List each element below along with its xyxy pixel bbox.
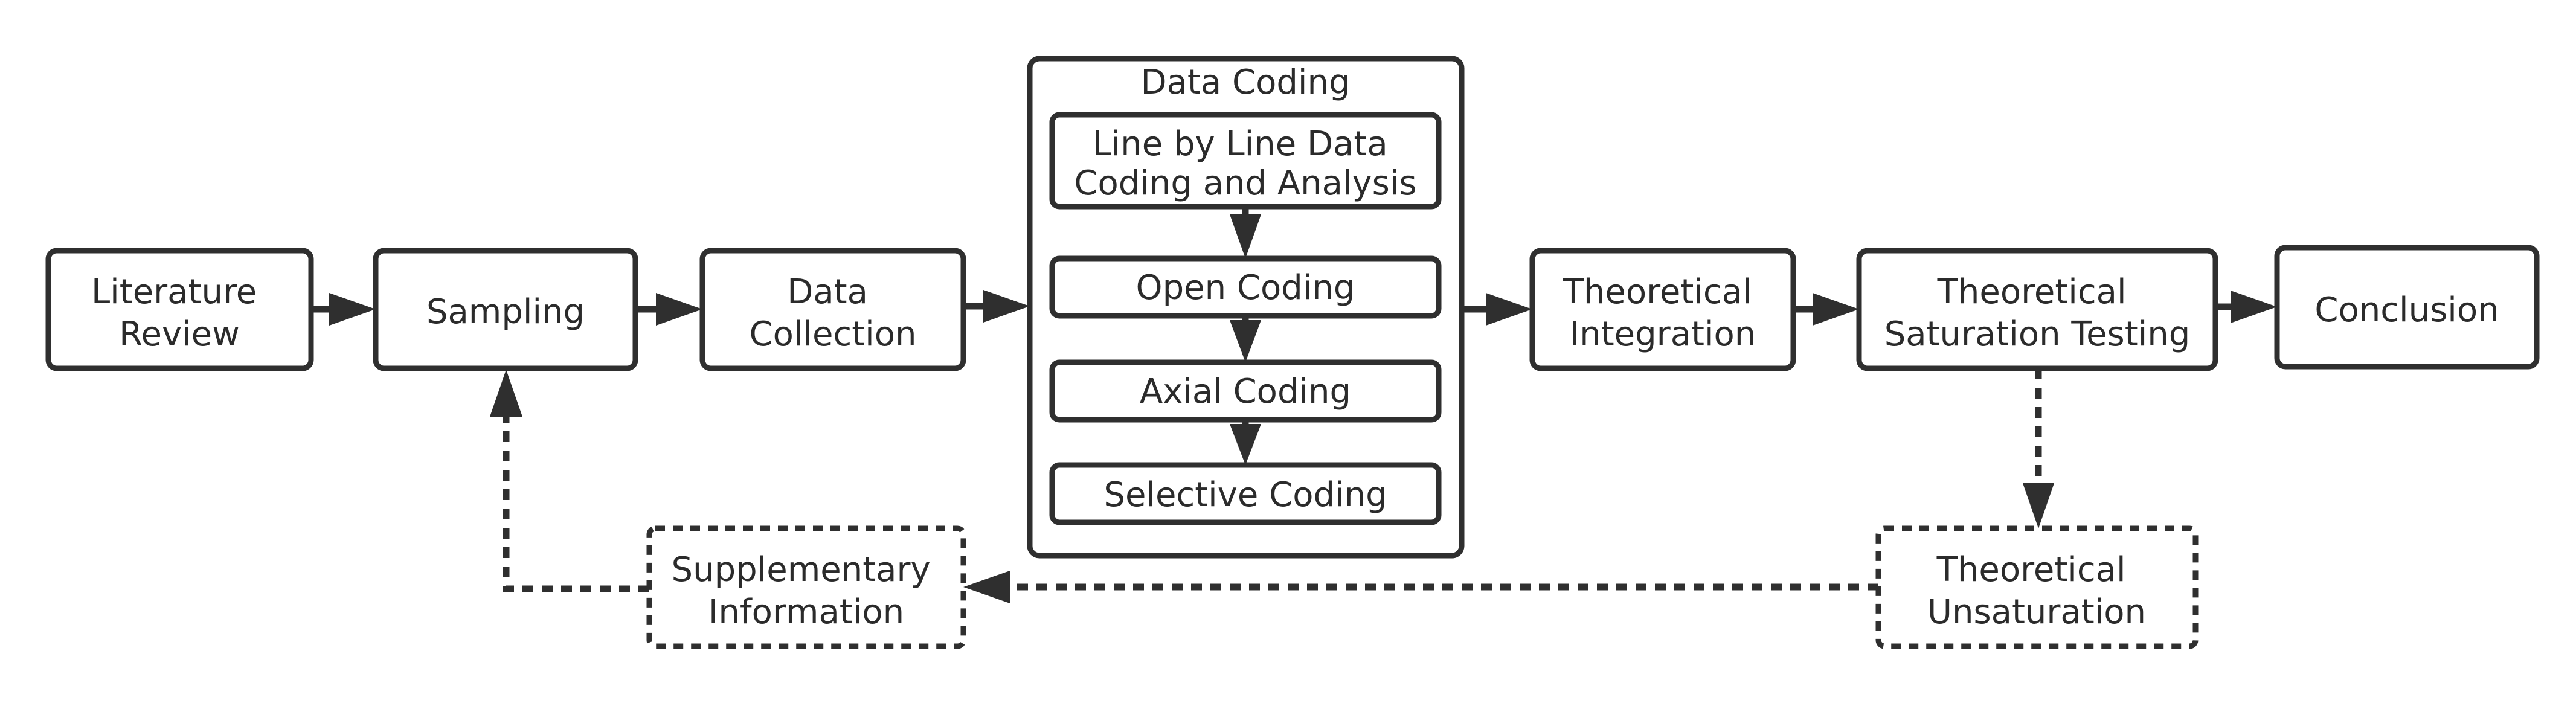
arrow-saturation-to-conclusion bbox=[2215, 291, 2277, 323]
axial-coding-label: Axial Coding bbox=[1140, 372, 1351, 411]
arrow-literature-to-sampling bbox=[311, 293, 376, 326]
arrow-saturation-to-unsaturation bbox=[2023, 368, 2054, 528]
theoretical-integration-label: Theoretical Integration bbox=[1563, 272, 1763, 354]
selective-coding-label: Selective Coding bbox=[1103, 475, 1387, 515]
arrow-supplementary-to-sampling bbox=[490, 370, 649, 592]
saturation-testing-label: Theoretical Saturation Testing bbox=[1884, 272, 2191, 354]
literature-review-label: Literature Review bbox=[91, 272, 268, 354]
arrow-sampling-to-collection bbox=[635, 293, 702, 326]
arrow-coding-to-integration bbox=[1462, 293, 1532, 326]
sampling-label: Sampling bbox=[426, 292, 585, 332]
open-coding-label: Open Coding bbox=[1136, 268, 1355, 307]
data-collection-label: Data Collection bbox=[750, 272, 917, 354]
data-coding-title: Data Coding bbox=[1140, 63, 1350, 102]
conclusion-box bbox=[2274, 245, 2540, 370]
arrow-collection-to-coding bbox=[963, 290, 1030, 323]
conclusion-label: Conclusion bbox=[2314, 291, 2499, 330]
line-by-line-label: Line by Line Data Coding and Analysis bbox=[1074, 124, 1416, 203]
arrow-unsaturation-to-supplementary bbox=[963, 571, 1878, 603]
arrow-line-by-line-to-open bbox=[1230, 207, 1261, 258]
supplementary-information-label: Supplementary Information bbox=[672, 550, 942, 632]
theoretical-unsaturation-label: Theoretical Unsaturation bbox=[1927, 550, 2146, 632]
arrow-integration-to-saturation bbox=[1793, 293, 1859, 326]
arrow-axial-to-selective bbox=[1230, 420, 1261, 465]
arrow-open-to-axial bbox=[1230, 316, 1261, 362]
